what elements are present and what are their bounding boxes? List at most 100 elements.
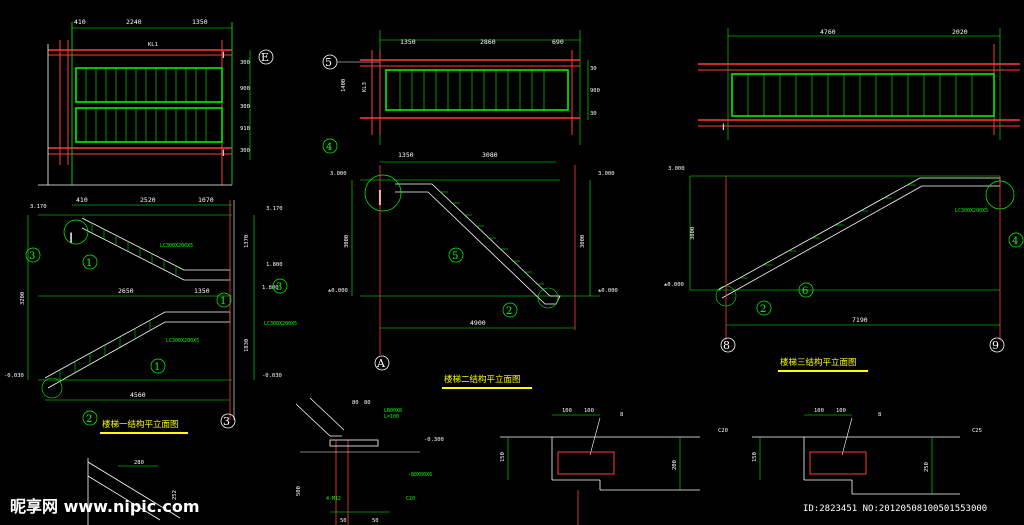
beam-label: KL3: [362, 82, 368, 92]
dim-text: 100: [836, 408, 846, 414]
dim-text: 1350: [400, 38, 416, 46]
svg-text:I: I: [69, 231, 73, 247]
dim-text: 2020: [952, 28, 968, 36]
level-text: 3.000: [330, 171, 347, 177]
svg-text:I: I: [722, 123, 725, 133]
detail-mid: 80 80 LB00X8 L=100 -0.300 -80X80X6 500 4…: [295, 397, 444, 525]
level-text: -0.030: [4, 373, 24, 379]
dim-text: 3000: [690, 227, 696, 240]
dim-text: 2650: [118, 287, 134, 295]
dim-text: 150: [752, 452, 758, 462]
dim-text: 150: [500, 452, 506, 462]
level-text: 3.170: [266, 206, 283, 212]
detail-b: 100 100 8 150 250 C25: [752, 408, 982, 495]
dim-text: 4900: [470, 319, 486, 327]
detail-bubble: 5: [452, 251, 458, 262]
plan-mid: 1350 2860 690 5 1400 KL3 30 900 30: [322, 30, 600, 145]
watermark: 昵享网 www.nipic.com ID:2823451 NO:20120508…: [10, 497, 987, 516]
drawing-title: 楼梯三结构平立面图: [780, 357, 857, 368]
plan-right: 4760 2020 I: [698, 28, 1020, 140]
detail-bubble: 4: [1012, 236, 1018, 247]
dim-text: 4560: [130, 391, 146, 399]
level-text: 3.170: [30, 204, 47, 210]
dim-text: 410: [74, 18, 86, 26]
detail-bubble: 2: [760, 304, 766, 315]
note-text: LC300X200X5: [160, 243, 193, 249]
dim-text: 300: [240, 148, 250, 154]
axis-label: E: [261, 51, 269, 64]
level-text: -0.300: [424, 437, 444, 443]
dim-text: 7190: [852, 316, 868, 324]
detail-bubble: 6: [802, 286, 808, 297]
dim-text: 2520: [140, 196, 156, 204]
svg-text:I: I: [222, 51, 225, 61]
detail-bubble: 1: [86, 258, 92, 269]
level-text: ±0.000: [328, 288, 348, 294]
dim-text: 250: [924, 462, 930, 472]
dim-text: 1350: [192, 18, 208, 26]
dim-text: 2860: [480, 38, 496, 46]
plan-left: 410 2240 1350 KL1 I I E 300 900 300 910 …: [38, 18, 274, 186]
dim-text: 1070: [198, 196, 214, 204]
dim-text: 2240: [126, 18, 142, 26]
detail-left: 280 252: [87, 458, 181, 525]
dim-text: 900: [590, 88, 600, 94]
level-text: ±0.000: [598, 288, 618, 294]
detail-bubble: 2: [86, 414, 92, 425]
note-text: LC300X200X5: [264, 321, 297, 327]
dim-text: 3080: [482, 151, 498, 159]
dim-text: 300: [240, 104, 250, 110]
dim-text: 280: [134, 460, 144, 466]
beam-label: KL1: [148, 42, 158, 48]
level-text: 1.800: [266, 262, 283, 268]
dim-text: 50: [372, 518, 379, 524]
dim-text: 50: [340, 518, 347, 524]
note-text: LB00X8: [384, 408, 402, 414]
note-text: -80X80X6: [408, 472, 432, 478]
detail-bubble: 3: [276, 282, 282, 293]
thickness-label: C25: [972, 428, 982, 434]
dim-text: 410: [76, 196, 88, 204]
detail-bubble: 2: [506, 306, 512, 317]
dim-text: 3000: [580, 235, 586, 248]
dim-text: 690: [552, 38, 564, 46]
dim-text: 500: [296, 486, 302, 496]
detail-bubble: 1: [154, 362, 160, 373]
axis-label: 3: [223, 415, 230, 428]
svg-text:I: I: [222, 149, 225, 159]
note-text: LC300X200X5: [955, 208, 988, 214]
elevation-left: 410 2520 1070 I 2650 1350 4560 3.170 3.1…: [4, 196, 297, 434]
dim-text: 100: [584, 408, 594, 414]
drawing-title: 楼梯二结构平立面图: [444, 374, 521, 385]
dim-text: 1350: [194, 287, 210, 295]
detail-bubble: 4: [326, 142, 332, 153]
detail-a: 100 100 8 150 200 C20: [500, 408, 728, 525]
axis-label: 5: [325, 56, 332, 69]
level-text: 1.800: [262, 285, 279, 291]
watermark-logo: 昵享网 www.nipic.com: [10, 497, 200, 516]
note-text: LC300X200X5: [166, 338, 199, 344]
level-text: 3.000: [598, 171, 615, 177]
note-text: L=100: [384, 414, 399, 420]
watermark-id: ID:2823451 NO:20120508100501553000: [803, 504, 987, 514]
dim-text: 1400: [341, 79, 347, 92]
dim-text: 80: [364, 400, 371, 406]
dim-text: 30: [590, 66, 597, 72]
thickness-label: C20: [718, 428, 728, 434]
detail-tag: 8: [878, 412, 881, 418]
axis-label: 9: [992, 339, 999, 352]
axis-label: A: [376, 357, 386, 370]
dim-text: 3200: [20, 292, 26, 305]
dim-text: 3000: [344, 235, 350, 248]
dim-text: 100: [562, 408, 572, 414]
level-text: ±0.000: [664, 282, 684, 288]
detail-bubble: 1: [220, 296, 226, 307]
drawing-title: 楼梯一结构平立面图: [102, 419, 179, 430]
note-text: 4-M12: [326, 496, 341, 502]
dim-text: 910: [240, 126, 250, 132]
dim-text: 30: [590, 111, 597, 117]
detail-bubble: 3: [29, 251, 35, 262]
dim-text: 300: [240, 60, 250, 66]
dim-text: 1370: [244, 235, 250, 248]
axis-bubble: [258, 49, 274, 65]
